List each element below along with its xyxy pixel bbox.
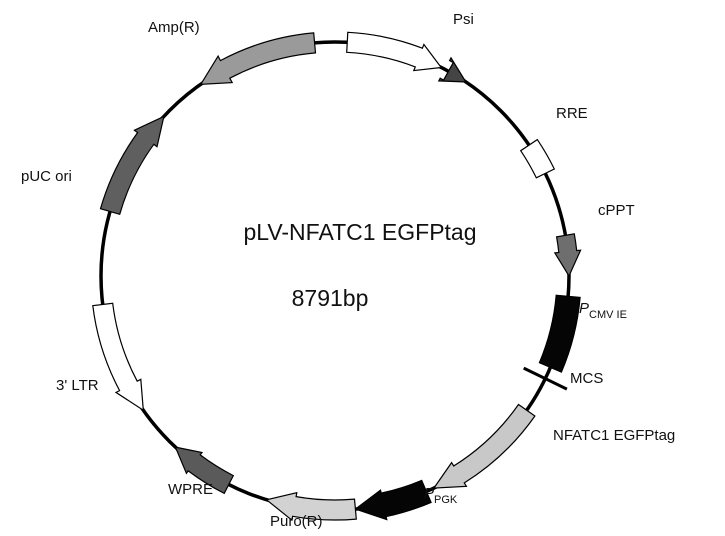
feature-amp bbox=[199, 32, 317, 85]
feature-nfatc1 bbox=[432, 403, 536, 489]
feature-puc bbox=[99, 115, 165, 216]
feature-ppgk bbox=[354, 479, 432, 521]
label-pcmv: PCMV IE bbox=[579, 300, 627, 321]
feature-ltr3 bbox=[92, 302, 144, 412]
feature-rre bbox=[519, 138, 556, 179]
label-rre: RRE bbox=[556, 105, 588, 122]
feature-mcs bbox=[523, 366, 568, 391]
label-wpre: WPRE bbox=[168, 481, 213, 498]
label-3ltr: 3' LTR bbox=[56, 377, 99, 394]
feature-puro bbox=[265, 491, 357, 522]
label-cppt: cPPT bbox=[598, 202, 635, 219]
label-amp: Amp(R) bbox=[148, 19, 200, 36]
label-puro: Puro(R) bbox=[270, 513, 323, 530]
feature-psi bbox=[437, 56, 468, 83]
label-puc: pUC ori bbox=[21, 168, 72, 185]
label-psi: Psi bbox=[453, 11, 474, 28]
feature-wpre bbox=[174, 446, 235, 495]
plasmid-name: pLV-NFATC1 EGFPtag bbox=[243, 219, 476, 245]
feature-ltr5 bbox=[346, 31, 443, 72]
plasmid-size: 8791bp bbox=[292, 285, 369, 311]
feature-cppt bbox=[553, 233, 582, 278]
feature-pcmv bbox=[538, 294, 581, 373]
label-mcs: MCS bbox=[570, 370, 603, 387]
label-nfatc1: NFATC1 EGFPtag bbox=[553, 427, 675, 444]
label-ppgk: PPGK bbox=[424, 485, 458, 506]
